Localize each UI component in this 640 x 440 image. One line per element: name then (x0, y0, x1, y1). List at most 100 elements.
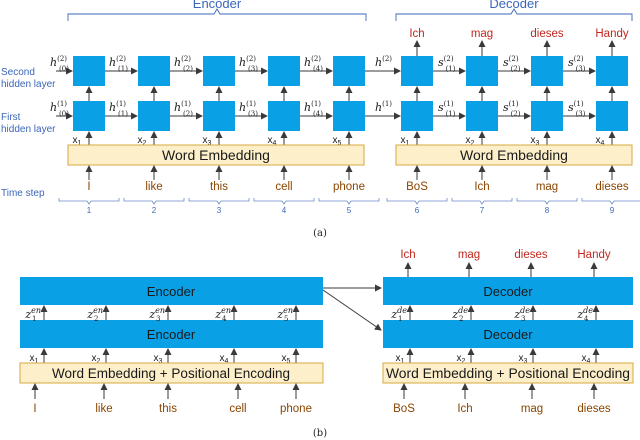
output-word-b: Ich (400, 249, 415, 261)
input-x-label: x2 (138, 135, 147, 147)
hidden1-handoff-label: h(1) (375, 100, 392, 114)
input-x-label: x5 (333, 135, 342, 147)
caption-b: (b) (313, 428, 327, 439)
hidden1-label: s(1)(1) (438, 100, 456, 118)
timestep-number: 1 (87, 206, 92, 215)
hidden1-label: s(1)(2) (503, 100, 521, 118)
timestep-brace (253, 198, 315, 205)
input-x-label: x4 (268, 135, 277, 147)
input-x-label: x3 (203, 135, 212, 147)
encoder-top-label: Encoder (147, 284, 196, 299)
rnn-cell-layer1 (73, 101, 105, 131)
output-word: Ich (409, 28, 424, 40)
rnn-cell-layer2 (466, 56, 498, 86)
hidden2-label: h(2)(2) (174, 55, 193, 73)
input-word: Ich (474, 181, 489, 193)
decoder-embedding-label-b: Word Embedding + Positional Encoding (386, 366, 630, 381)
encoder-brace (67, 8, 367, 21)
rnn-cell-layer2 (333, 56, 365, 86)
hidden1-label: h(1)(0) (50, 100, 69, 118)
encoder-bottom-label: Encoder (147, 327, 196, 342)
input-word-b: Ich (457, 403, 472, 415)
rnn-cell-layer2 (268, 56, 300, 86)
timestep-brace (318, 198, 380, 205)
input-x-label: x1 (73, 135, 82, 147)
input-x-label-b: x3 (154, 353, 163, 365)
input-x-label: x2 (466, 135, 475, 147)
input-word: like (145, 181, 162, 193)
input-word: cell (275, 181, 292, 193)
rnn-cell-layer2 (531, 56, 563, 86)
encoder-block-top (20, 277, 323, 305)
rnn-cell-layer1 (531, 101, 563, 131)
hidden2-label: h(2)(1) (109, 55, 128, 73)
input-word-b: mag (521, 403, 543, 415)
rnn-cell-layer1 (401, 101, 433, 131)
decoder-top-label: Decoder (483, 284, 533, 299)
hidden1-label: h(1)(2) (174, 100, 193, 118)
timestep-number: 4 (282, 206, 287, 215)
input-word: this (210, 181, 228, 193)
rnn-cell-layer1 (268, 101, 300, 131)
timestep-number: 6 (415, 206, 420, 215)
hidden2-handoff-label: h(2) (375, 55, 392, 69)
input-x-label-b: x1 (30, 353, 39, 365)
timestep-brace (58, 198, 120, 205)
input-word-b: BoS (393, 403, 415, 415)
hidden2-label: h(2)(0) (50, 55, 69, 73)
hidden2-label: h(2)(3) (239, 55, 258, 73)
input-word: dieses (595, 181, 628, 193)
caption-a: (a) (313, 228, 327, 239)
input-x-label-b: x5 (282, 353, 291, 365)
hidden1-label: h(1)(3) (239, 100, 258, 118)
hidden1-label: h(1)(1) (109, 100, 128, 118)
encoder-block-bottom (20, 320, 323, 348)
input-x-label: x4 (596, 135, 605, 147)
hidden1-label: s(1)(3) (568, 100, 586, 118)
input-word-b: dieses (577, 403, 610, 415)
decoder-block-top (383, 277, 633, 305)
encoder-label: Encoder (193, 0, 242, 11)
timestep-number: 3 (217, 206, 222, 215)
rnn-cell-layer2 (138, 56, 170, 86)
input-word: BoS (406, 181, 428, 193)
rnn-cell-layer2 (73, 56, 105, 86)
input-x-label-b: x4 (582, 353, 591, 365)
output-word: mag (471, 28, 493, 40)
timestep-brace (581, 198, 640, 205)
decoder-brace (395, 8, 633, 21)
output-word-b: mag (458, 249, 480, 261)
hidden2-label: h(2)(4) (304, 55, 323, 73)
timestep-number: 7 (480, 206, 485, 215)
input-word: phone (333, 181, 365, 193)
timestep-number: 9 (610, 206, 615, 215)
input-x-label-b: x1 (396, 353, 405, 365)
input-x-label-b: x2 (457, 353, 466, 365)
encoder-embedding-label: Word Embedding (162, 147, 270, 163)
rnn-cell-layer2 (203, 56, 235, 86)
hidden2-label: s(2)(2) (503, 55, 521, 73)
hidden2-label: s(2)(3) (568, 55, 586, 73)
input-x-label-b: x2 (92, 353, 101, 365)
timestep-brace (188, 198, 250, 205)
rnn-cell-layer2 (596, 56, 628, 86)
decoder-block-bottom (383, 320, 633, 348)
timestep-number: 2 (152, 206, 157, 215)
output-word: Handy (595, 28, 628, 40)
input-x-label: x3 (531, 135, 540, 147)
input-word-b: cell (229, 403, 246, 415)
